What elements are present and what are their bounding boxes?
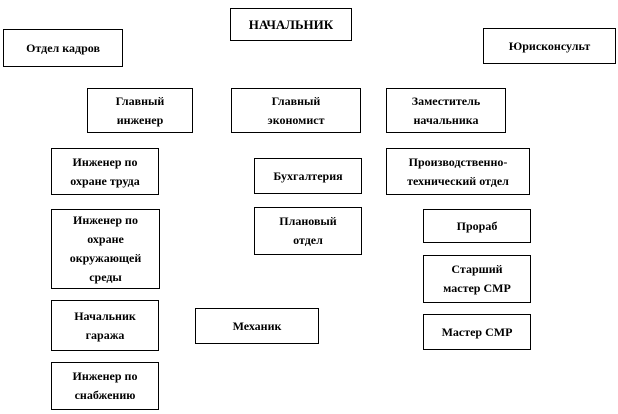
org-node-mehanik: Механик — [195, 308, 319, 344]
org-node-glavnyj-ekonomist: Главный экономист — [231, 88, 361, 133]
org-node-label: Главный инженер — [115, 93, 165, 127]
org-node-planovyj-otdel: Плановый отдел — [254, 207, 362, 255]
org-node-nachalnik: НАЧАЛЬНИК — [230, 8, 352, 41]
org-node-label: Инженер по охране окружающей среды — [69, 213, 142, 284]
org-node-yuriskonsult: Юрисконсульт — [483, 28, 616, 64]
org-node-master-smr: Мастер СМР — [423, 314, 531, 350]
org-node-starshij-master-smr: Старший мастер СМР — [423, 255, 531, 303]
org-node-label: Главный экономист — [267, 93, 325, 127]
org-node-otdel-kadrov: Отдел кадров — [3, 29, 123, 67]
org-node-inzhener-okruzhayushchaya-sreda: Инженер по охране окружающей среды — [51, 209, 160, 289]
org-node-label: Начальник гаража — [74, 308, 136, 342]
org-node-zamestitel-nachalnika: Заместитель начальника — [386, 88, 506, 133]
org-node-proizvodstvenno-tehnicheskij-otdel: Производственно- технический отдел — [386, 148, 530, 195]
org-node-inzhener-po-snabzheniyu: Инженер по снабжению — [51, 362, 159, 410]
org-node-inzhener-ohrana-truda: Инженер по охране труда — [51, 148, 159, 195]
org-node-label: Отдел кадров — [26, 40, 100, 55]
org-node-prorab: Прораб — [423, 209, 531, 243]
org-node-label: Инженер по охране труда — [70, 154, 140, 188]
org-node-glavnyj-inzhener: Главный инженер — [87, 88, 193, 133]
org-node-label: Бухгалтерия — [273, 168, 343, 183]
org-node-label: НАЧАЛЬНИК — [248, 17, 334, 32]
org-node-label: Мастер СМР — [441, 324, 513, 339]
org-node-label: Юрисконсульт — [508, 38, 591, 53]
org-node-label: Плановый отдел — [279, 214, 337, 247]
org-node-label: Механик — [232, 318, 282, 333]
org-node-buhgalteriya: Бухгалтерия — [254, 158, 362, 194]
org-node-label: Старший мастер СМР — [443, 262, 511, 295]
org-node-label: Заместитель начальника — [411, 93, 481, 127]
org-node-label: Прораб — [456, 218, 498, 233]
org-node-label: Инженер по снабжению — [72, 369, 138, 402]
org-node-nachalnik-garazha: Начальник гаража — [51, 300, 159, 351]
org-node-label: Производственно- технический отдел — [407, 154, 509, 188]
